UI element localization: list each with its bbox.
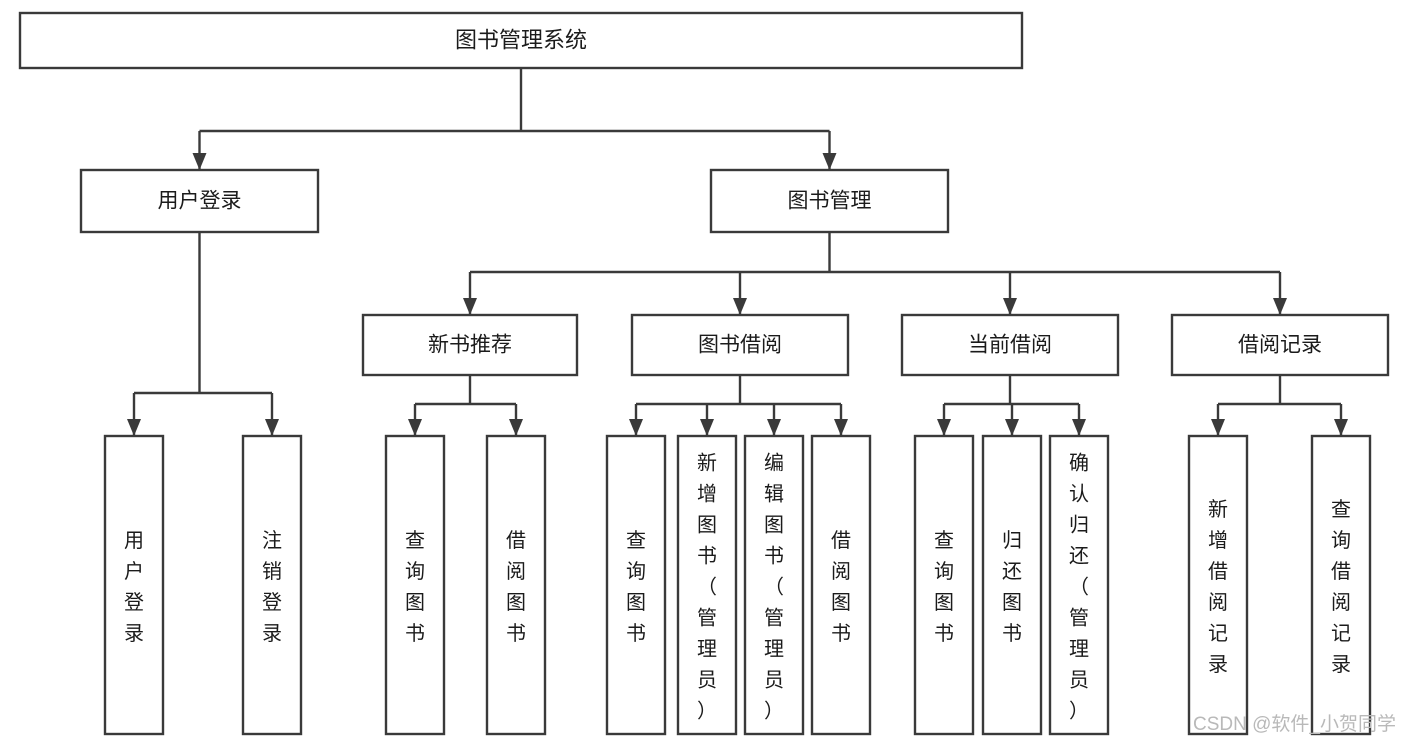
node-label: 查询图书 — [934, 529, 954, 645]
arrow-head-icon — [937, 419, 951, 436]
node-label: 借阅图书 — [506, 529, 526, 645]
node-leaf-query-book-cur[interactable]: 查询图书 — [913, 434, 975, 736]
connector-layer — [127, 68, 1348, 436]
arrow-head-icon — [127, 419, 141, 436]
node-label: 新书推荐 — [428, 334, 512, 357]
node-leaf-query-record[interactable]: 查询借阅记录 — [1310, 434, 1372, 736]
arrow-head-icon — [700, 419, 714, 436]
arrow-head-icon — [822, 153, 837, 170]
arrow-head-icon — [408, 419, 422, 436]
arrow-head-icon — [1211, 419, 1225, 436]
arrow-head-icon — [834, 419, 848, 436]
node-box[interactable] — [743, 434, 805, 736]
node-label: 用户登录 — [158, 190, 242, 213]
node-box[interactable] — [913, 434, 975, 736]
node-root[interactable]: 图书管理系统 — [18, 11, 1024, 70]
arrow-head-icon — [733, 298, 747, 315]
node-leaf-confirm-return[interactable]: 确认归还（管理员） — [1048, 434, 1110, 736]
arrow-head-icon — [463, 298, 477, 315]
node-label: 查询图书 — [405, 529, 425, 645]
node-label: 图书管理系统 — [455, 27, 587, 52]
arrow-head-icon — [265, 419, 279, 436]
node-leaf-return-book[interactable]: 归还图书 — [981, 434, 1043, 736]
node-book-manage[interactable]: 图书管理 — [709, 168, 950, 234]
arrow-head-icon — [509, 419, 523, 436]
node-borrow-record[interactable]: 借阅记录 — [1170, 313, 1390, 377]
node-box[interactable] — [103, 434, 165, 736]
node-leaf-add-record[interactable]: 新增借阅记录 — [1187, 434, 1249, 736]
node-label: 确认归还（管理员） — [1069, 452, 1089, 723]
arrow-head-icon — [1005, 419, 1019, 436]
node-box[interactable] — [709, 168, 950, 234]
node-leaf-user-login[interactable]: 用户登录 — [103, 434, 165, 736]
arrow-head-icon — [767, 419, 781, 436]
node-box[interactable] — [1170, 313, 1390, 377]
watermark-label: CSDN @软件_小贺同学 — [1193, 713, 1396, 735]
node-leaf-borrow-book-rec[interactable]: 借阅图书 — [485, 434, 547, 736]
node-leaf-borrow-book[interactable]: 借阅图书 — [810, 434, 872, 736]
node-box[interactable] — [241, 434, 303, 736]
node-label: 用户登录 — [124, 530, 144, 645]
node-current-borrow[interactable]: 当前借阅 — [900, 313, 1120, 377]
node-box[interactable] — [981, 434, 1043, 736]
node-box[interactable] — [79, 168, 320, 234]
node-box[interactable] — [1048, 434, 1110, 736]
node-box[interactable] — [361, 313, 579, 377]
node-new-book-rec[interactable]: 新书推荐 — [361, 313, 579, 377]
node-label: 当前借阅 — [968, 334, 1052, 357]
node-label: 图书管理 — [788, 190, 872, 213]
node-box[interactable] — [810, 434, 872, 736]
arrow-head-icon — [192, 153, 207, 170]
node-leaf-edit-book[interactable]: 编辑图书（管理员） — [743, 434, 805, 736]
arrow-head-icon — [1273, 298, 1287, 315]
node-leaf-add-book[interactable]: 新增图书（管理员） — [676, 434, 738, 736]
node-layer: 图书管理系统用户登录图书管理新书推荐图书借阅当前借阅借阅记录用户登录注销登录查询… — [18, 11, 1390, 736]
node-label: 编辑图书（管理员） — [764, 452, 784, 723]
node-box[interactable] — [18, 11, 1024, 70]
node-box[interactable] — [676, 434, 738, 736]
node-label: 图书借阅 — [698, 334, 782, 357]
node-box[interactable] — [900, 313, 1120, 377]
node-box[interactable] — [485, 434, 547, 736]
node-label: 归还图书 — [1002, 529, 1022, 645]
arrow-head-icon — [1334, 419, 1348, 436]
node-leaf-logout[interactable]: 注销登录 — [241, 434, 303, 736]
node-leaf-query-book-rec[interactable]: 查询图书 — [384, 434, 446, 736]
node-label: 查询借阅记录 — [1331, 498, 1351, 676]
node-book-borrow[interactable]: 图书借阅 — [630, 313, 850, 377]
node-label: 借阅记录 — [1238, 334, 1322, 357]
arrow-head-icon — [1072, 419, 1086, 436]
node-box[interactable] — [1187, 434, 1249, 736]
node-box[interactable] — [1310, 434, 1372, 736]
node-box[interactable] — [605, 434, 667, 736]
node-leaf-query-book[interactable]: 查询图书 — [605, 434, 667, 736]
arrow-head-icon — [1003, 298, 1017, 315]
node-box[interactable] — [384, 434, 446, 736]
node-label: 新增图书（管理员） — [697, 452, 717, 723]
node-label: 借阅图书 — [831, 529, 851, 645]
node-label: 注销登录 — [262, 529, 282, 645]
arrow-head-icon — [629, 419, 643, 436]
node-user-login[interactable]: 用户登录 — [79, 168, 320, 234]
node-box[interactable] — [630, 313, 850, 377]
node-label: 新增借阅记录 — [1208, 498, 1228, 676]
node-label: 查询图书 — [626, 529, 646, 645]
